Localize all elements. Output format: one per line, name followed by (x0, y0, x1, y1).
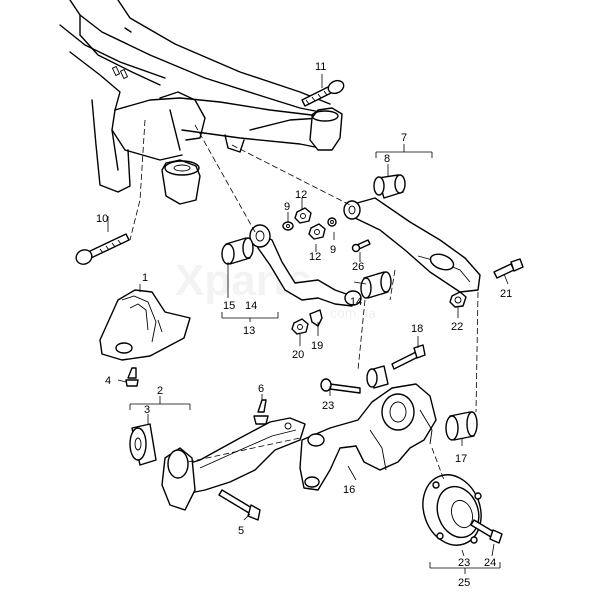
callout-5: 5 (238, 525, 244, 537)
callout-23a: 23 (322, 400, 334, 412)
callout-23b: 23 (458, 557, 470, 569)
wheel-hub-25 (422, 474, 482, 546)
nut-20 (291, 318, 309, 335)
leader-lines (107, 74, 509, 574)
bolt-10 (75, 233, 130, 265)
nut-12b (308, 223, 326, 240)
washer-9b (327, 217, 337, 227)
bolt-4 (125, 367, 139, 387)
callout-13: 13 (243, 325, 255, 337)
callout-6: 6 (258, 383, 264, 395)
upper-arm-13 (221, 224, 392, 307)
callout-12a: 12 (295, 189, 307, 201)
trailing-arm-2 (129, 417, 306, 511)
bolt-6 (253, 399, 269, 425)
watermark-domain: com.ua (330, 305, 376, 321)
bolt-21 (493, 258, 524, 279)
bolt-5 (218, 489, 261, 521)
callout-3: 3 (144, 404, 150, 416)
callout-24: 24 (484, 557, 496, 569)
bolt-18 (391, 344, 426, 370)
callout-14a: 14 (245, 300, 257, 312)
callout-7: 7 (401, 132, 407, 144)
callout-22: 22 (451, 321, 463, 333)
clip-19 (309, 309, 323, 327)
rear-subframe (59, 0, 343, 205)
callout-4: 4 (105, 375, 111, 387)
callout-1: 1 (142, 272, 148, 284)
callout-11: 11 (315, 61, 326, 73)
assembly-lines (129, 119, 479, 481)
callout-26: 26 (352, 261, 364, 273)
callout-18: 18 (411, 323, 423, 335)
wheel-knuckle-16 (299, 365, 478, 491)
lower-control-arm-7 (343, 174, 481, 293)
callout-20: 20 (292, 349, 304, 361)
bracket-1 (99, 289, 191, 361)
callout-17: 17 (455, 453, 467, 465)
bolt-11 (301, 79, 345, 107)
nut-12a (294, 207, 312, 224)
callout-21: 21 (500, 288, 512, 300)
callout-10: 10 (96, 213, 108, 225)
callout-16: 16 (343, 484, 355, 496)
callout-9b: 9 (330, 244, 336, 256)
callout-2: 2 (157, 385, 163, 397)
callout-15: 15 (223, 300, 235, 312)
nut-22 (449, 291, 467, 308)
washer-9a (282, 221, 294, 231)
bolt-26 (351, 239, 371, 253)
bolt-24 (470, 519, 503, 544)
callout-14b: 14 (350, 296, 362, 308)
callout-labels: 1 2 3 4 5 6 7 8 9 9 10 11 12 12 13 14 14… (96, 61, 512, 589)
callout-9a: 9 (284, 201, 290, 213)
callout-19: 19 (311, 340, 323, 352)
callout-8: 8 (384, 153, 390, 165)
callout-25: 25 (458, 577, 470, 589)
callout-12b: 12 (309, 251, 321, 263)
